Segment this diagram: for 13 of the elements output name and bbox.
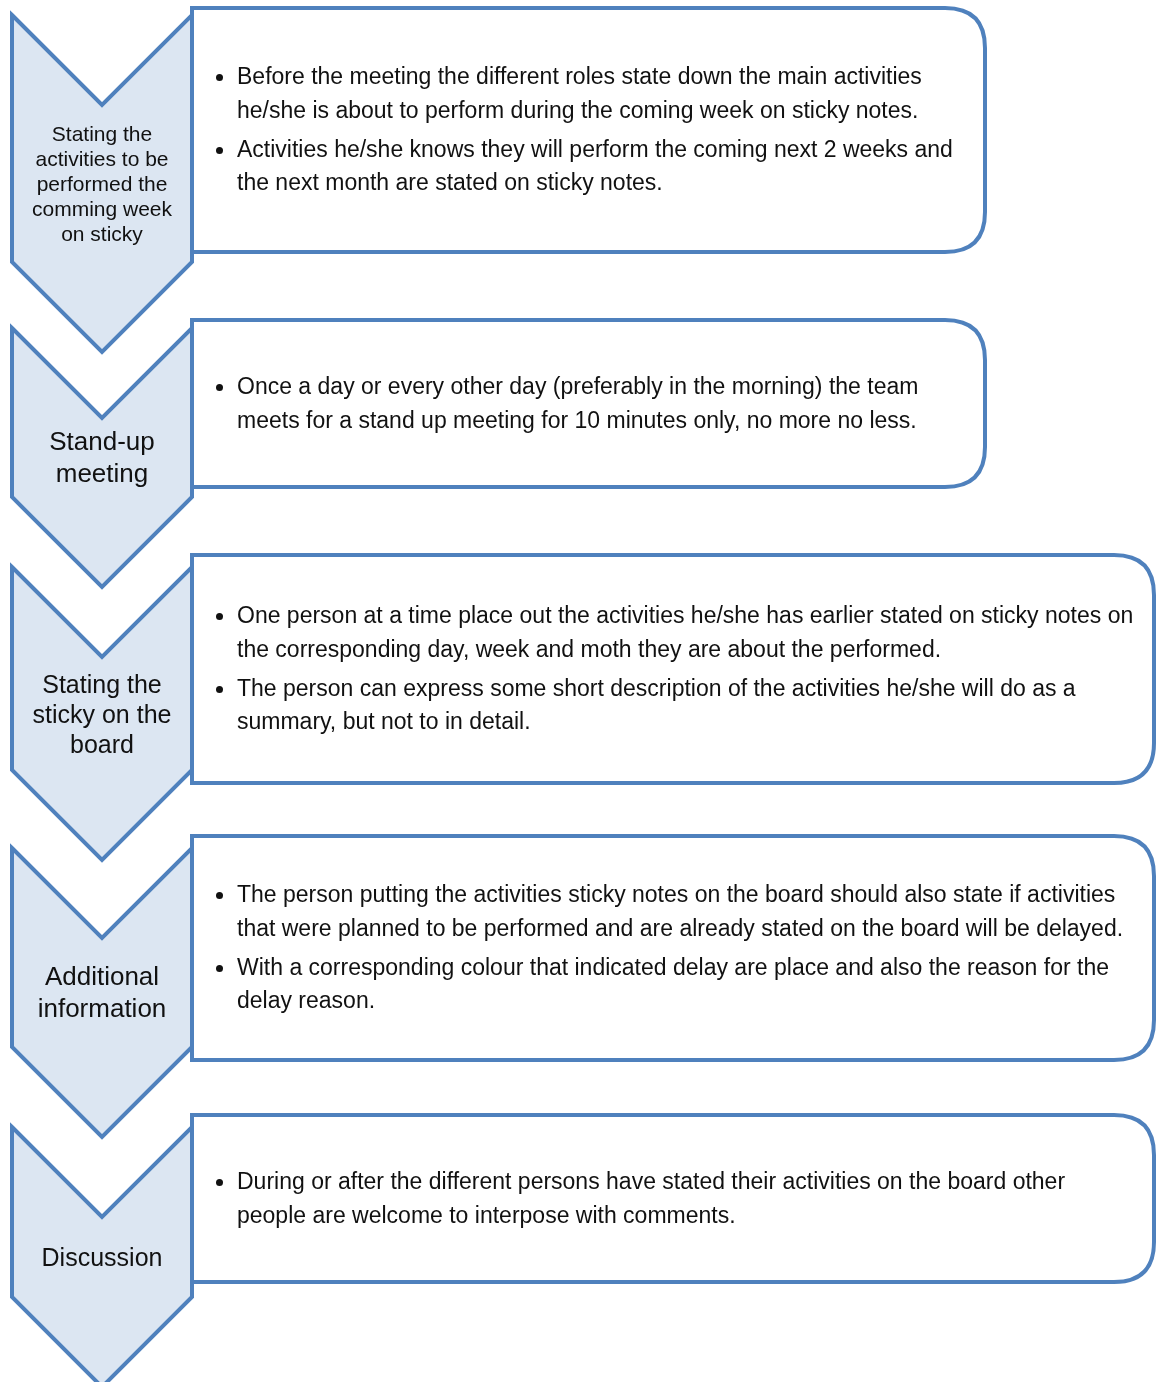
bullet-text: The person can express some short description of the activities he/she will do as a summary, but not to in detail. — [237, 674, 1077, 737]
bullet-text: Activities he/she knows they will perform the coming next 2 weeks and the next month are stated on sticky notes. — [237, 135, 954, 198]
bullet-text: The person putting the activities sticky notes on the board should also state if activities that were planned to be performed and are already stated on the board will be delayed. — [237, 880, 1125, 943]
step-label: Stating the sticky on the board — [31, 668, 173, 759]
step-label: Stating the activities to be performed the comming week on sticky — [30, 120, 174, 247]
step-label: Discussion — [41, 1242, 163, 1272]
bullet-text: One person at a time place out the activities he/she has earlier stated on sticky notes on the corresponding day, week and moth they are about the performed. — [237, 601, 1135, 664]
step-label: Additional information — [36, 961, 168, 1024]
step-label: Stand-up meeting — [48, 426, 156, 489]
bullet-text: Before the meeting the different roles state down the main activities he/she is about to perform during the coming week on sticky notes. — [237, 62, 923, 125]
bullet-text: Once a day or every other day (preferably in the morning) the team meets for a stand up meeting for 10 minutes only, no more no less. — [237, 372, 920, 435]
bullet-text: With a corresponding colour that indicated delay are place and also the reason for the delay reason. — [237, 953, 1110, 1016]
bullet-text: During or after the different persons have stated their activities on the board other people are welcome to interpose with comments. — [237, 1167, 1067, 1230]
